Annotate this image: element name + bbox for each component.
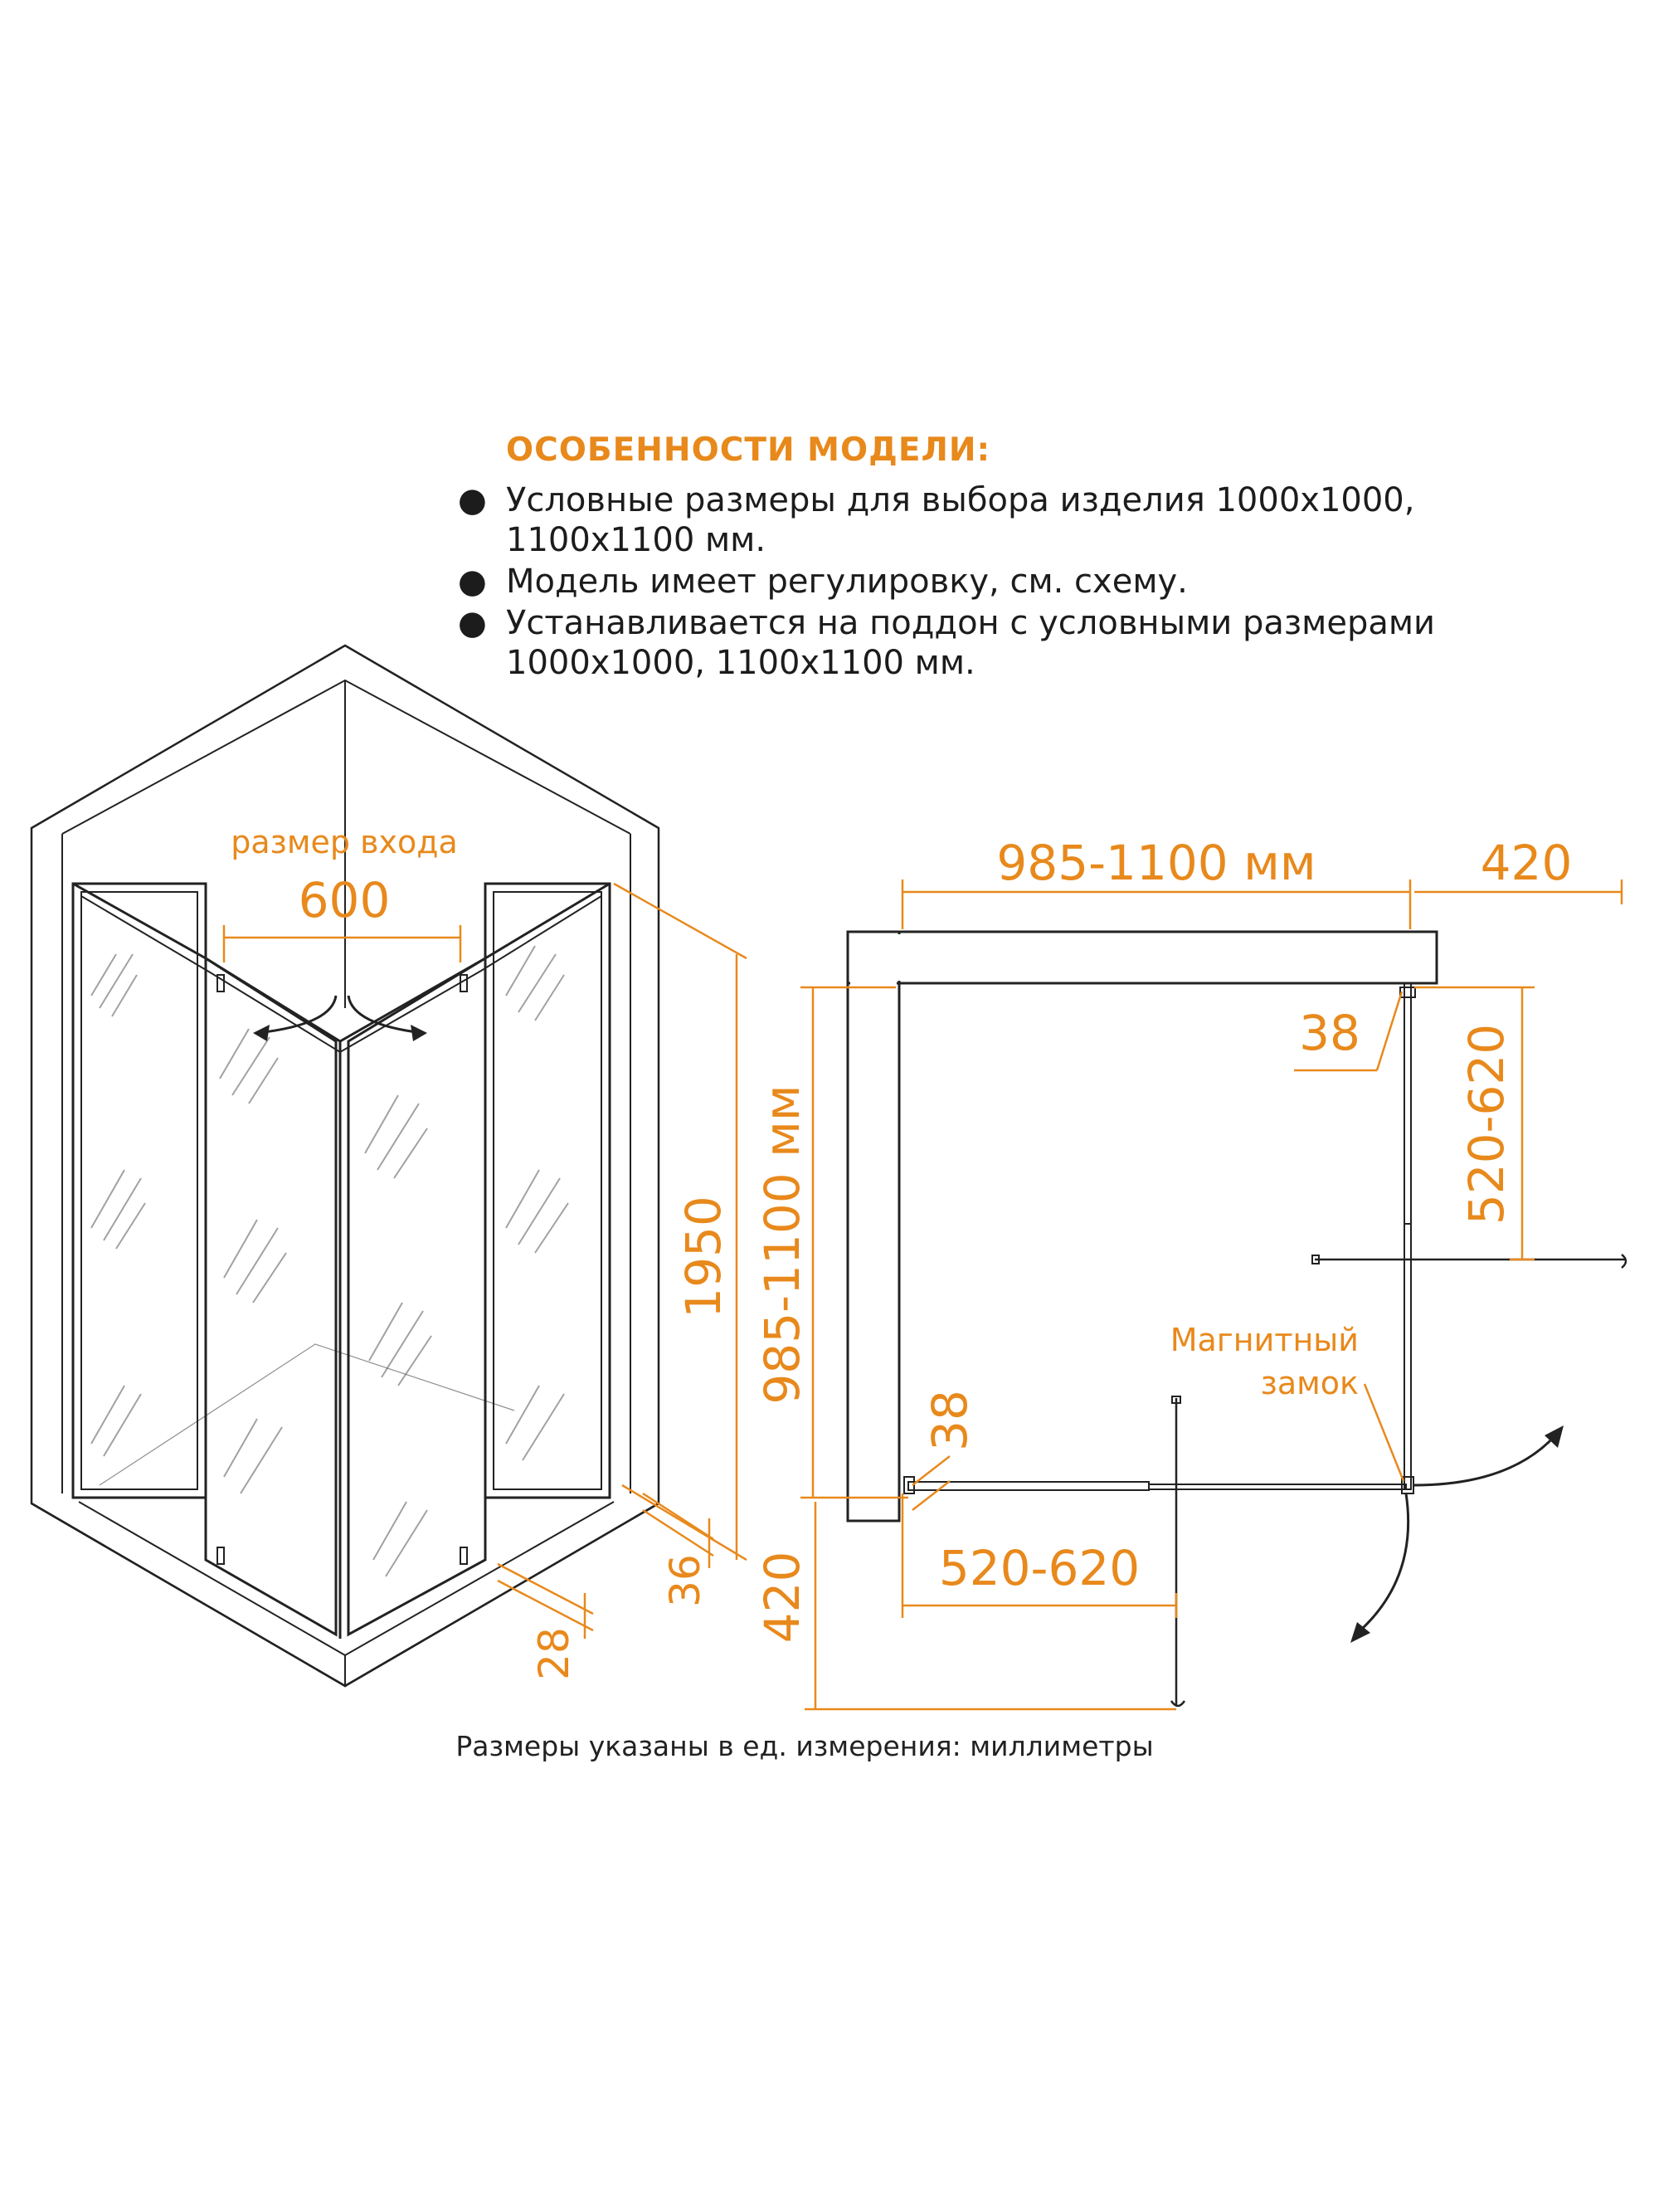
features-block: ОСОБЕННОСТИ МОДЕЛИ: ● Условные размеры д…: [452, 431, 1530, 685]
right-adjust-label: 520-620: [1458, 1024, 1515, 1225]
height-label: 1950: [675, 1196, 732, 1318]
left-door-panel: [204, 956, 338, 1637]
plan-side-label: 420: [1481, 835, 1573, 891]
feature-text: 1000х1000, 1100х1100 мм.: [506, 644, 975, 682]
units-note: Размеры указаны в ед. измерения: миллиме…: [455, 1730, 1154, 1762]
dim-38-top-label: 38: [1299, 1005, 1360, 1061]
bullet-icon: ●: [458, 604, 487, 642]
magnet-label-line1: Магнитный: [1170, 1322, 1359, 1358]
swing-arrow-left-icon: [256, 995, 338, 1035]
entry-size-label: размер входа: [231, 824, 458, 860]
plan-depth-label: 985-1100 мм: [754, 1084, 810, 1404]
bottom-adjust-label: 520-620: [939, 1540, 1140, 1596]
glass-reflection: [90, 945, 569, 1577]
wall-inner-top: [61, 679, 631, 835]
right-fixed-panel: [484, 882, 611, 1499]
entry-size-value: 600: [299, 872, 391, 928]
feature-text: Устанавливается на поддон с условными ра…: [506, 604, 1436, 642]
dim-36-label: 36: [661, 1554, 709, 1607]
features-list: ● Условные размеры для выбора изделия 10…: [452, 480, 1530, 683]
rotate-arrow-right-icon: [1413, 1434, 1557, 1487]
dim-28-label: 28: [530, 1627, 578, 1680]
swing-arrow-right-icon: [347, 995, 424, 1035]
rotate-arrow-down-icon: [1359, 1493, 1410, 1632]
magnet-label-line2: замок: [1261, 1365, 1359, 1401]
right-door-panel: [347, 956, 487, 1637]
perspective-view: размер входа 600 1950 36 28: [30, 644, 747, 1688]
plan-view: 985-1100 мм 420 985-1100 мм 38 520-620 М…: [754, 835, 1627, 1711]
right-fixed-glass: [1404, 982, 1412, 1225]
feature-text: 1100х1100 мм.: [506, 521, 766, 559]
feature-item: ● Устанавливается на поддон с условными …: [458, 603, 1530, 683]
magnetic-lock: [1401, 1476, 1414, 1494]
feature-item: ● Модель имеет регулировку, см. схему.: [458, 562, 1530, 602]
bottom-side-label: 420: [754, 1552, 810, 1644]
left-fixed-panel: [71, 882, 207, 1499]
bullet-icon: ●: [458, 481, 487, 519]
feature-text: Модель имеет регулировку, см. схему.: [506, 563, 1188, 601]
features-title: ОСОБЕННОСТИ МОДЕЛИ:: [506, 431, 991, 469]
plan-width-label: 985-1100 мм: [996, 835, 1316, 891]
bullet-icon: ●: [458, 563, 487, 601]
magnet-leader-line: [1363, 1383, 1405, 1482]
dim-38-bottom-label: 38: [922, 1390, 978, 1451]
feature-text: Условные размеры для выбора изделия 1000…: [506, 481, 1415, 519]
feature-item: ● Условные размеры для выбора изделия 10…: [458, 480, 1530, 560]
